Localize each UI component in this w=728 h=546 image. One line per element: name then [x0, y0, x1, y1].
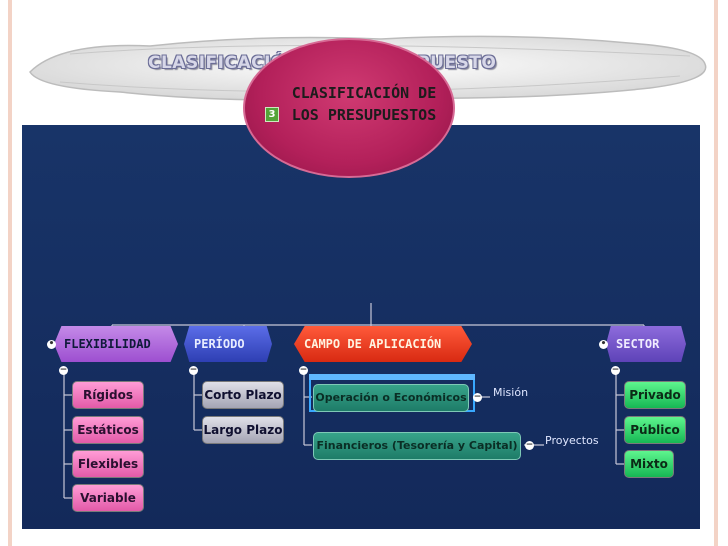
- note-proyectos: Proyectos: [545, 434, 599, 447]
- note-mision: Misión: [493, 386, 529, 399]
- leaf-publico[interactable]: Público: [624, 416, 686, 444]
- leaf-financieros[interactable]: Financieros (Tesorería y Capital): [313, 432, 521, 460]
- leaf-largo-plazo[interactable]: Largo Plazo: [202, 416, 284, 444]
- collapse-operacion-icon[interactable]: −: [473, 392, 482, 402]
- expand-left-sector-icon[interactable]: •: [599, 339, 608, 349]
- collapse-financieros-icon[interactable]: −: [525, 440, 534, 450]
- leaf-mixto[interactable]: Mixto: [624, 450, 674, 478]
- priority-badge-icon: 3: [265, 107, 279, 122]
- category-campo-de-aplicacion[interactable]: CAMPO DE APLICACIÓN: [294, 326, 472, 362]
- leaf-rigidos[interactable]: Rígidos: [72, 381, 144, 409]
- center-node-label: CLASIFICACIÓN DE LOS PRESUPUESTOS: [291, 84, 437, 124]
- collapse-campo-icon[interactable]: −: [299, 365, 308, 375]
- leaf-flexibles[interactable]: Flexibles: [72, 450, 144, 478]
- left-decorative-stripe: [8, 0, 12, 546]
- expand-left-flexibilidad-icon[interactable]: •: [47, 339, 56, 349]
- leaf-operacion-economicos[interactable]: Operación o Económicos: [313, 384, 469, 412]
- right-decorative-stripe: [714, 0, 718, 546]
- selection-box-header: [309, 374, 475, 380]
- leaf-estaticos[interactable]: Estáticos: [72, 416, 144, 444]
- category-flexibilidad[interactable]: FLEXIBILIDAD: [54, 326, 178, 362]
- collapse-sector-icon[interactable]: −: [611, 365, 620, 375]
- category-sector[interactable]: SECTOR: [606, 326, 686, 362]
- category-periodo[interactable]: PERÍODO: [184, 326, 272, 362]
- leaf-corto-plazo[interactable]: Corto Plazo: [202, 381, 284, 409]
- collapse-flexibilidad-icon[interactable]: −: [59, 365, 68, 375]
- leaf-variable[interactable]: Variable: [72, 484, 144, 512]
- leaf-privado[interactable]: Privado: [624, 381, 686, 409]
- collapse-periodo-icon[interactable]: −: [189, 365, 198, 375]
